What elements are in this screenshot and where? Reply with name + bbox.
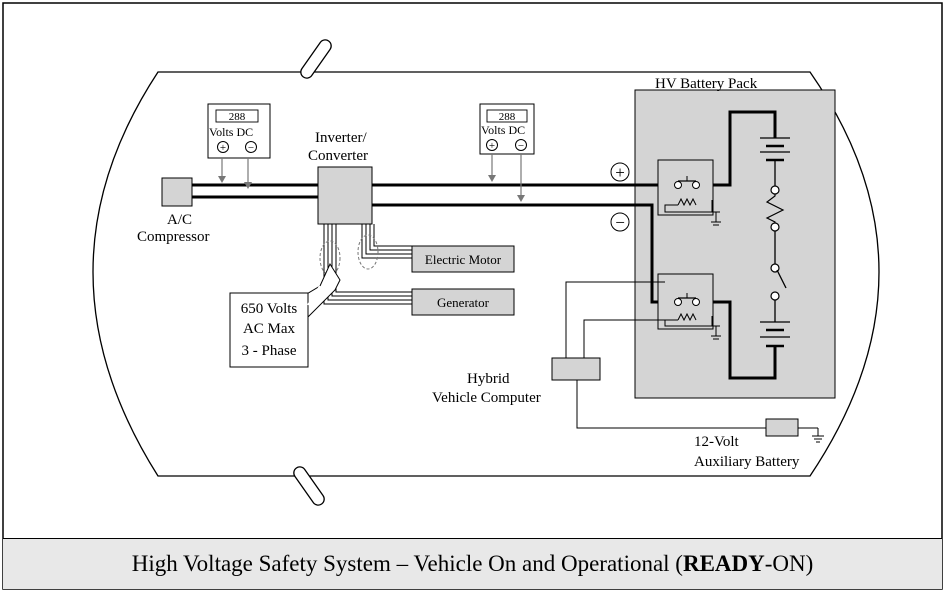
callout-line2: AC Max	[243, 321, 296, 337]
hvc-label-line2: Vehicle Computer	[432, 390, 541, 406]
callout-line3: 3 - Phase	[242, 343, 297, 359]
vehicle-outline	[92, 71, 880, 477]
voltmeter-right-reading: 288	[499, 111, 516, 123]
voltmeter-left: 288 Volts DC + −	[207, 103, 271, 159]
ac-label-line2: Compressor	[137, 229, 210, 245]
caption-prefix: High Voltage Safety System – Vehicle On …	[131, 551, 683, 576]
svg-text:−: −	[615, 213, 625, 232]
generator-box	[411, 288, 515, 316]
ac-compressor-box	[161, 177, 193, 207]
voltmeter-left-probes	[218, 158, 252, 189]
inverter-converter-box	[317, 166, 373, 225]
hybrid-computer-box	[551, 357, 601, 381]
voltmeter-right-unit: Volts DC	[481, 123, 525, 137]
svg-text:−: −	[248, 142, 254, 154]
negative-terminal-icon: −	[610, 212, 630, 232]
generator-label: Generator	[437, 295, 490, 310]
caption-suffix: -ON)	[764, 551, 814, 576]
svg-text:+: +	[220, 142, 226, 154]
aux-label-line1: 12-Volt	[694, 434, 740, 450]
control-wires	[565, 281, 824, 443]
relay-positive	[657, 159, 721, 226]
callout-line1: 650 Volts	[241, 301, 298, 317]
inverter-label-line1: Inverter/	[315, 130, 367, 146]
electric-motor-label: Electric Motor	[425, 252, 502, 267]
top-handle-icon	[300, 39, 332, 79]
aux-battery-box	[765, 418, 799, 437]
bottom-handle-icon	[293, 466, 325, 506]
positive-terminal-icon: +	[610, 162, 630, 182]
caption-bold: READY	[682, 551, 765, 576]
hvc-label-line1: Hybrid	[467, 371, 510, 387]
inverter-label-line2: Converter	[308, 148, 368, 164]
voltmeter-right: 288 Volts DC + −	[479, 103, 535, 155]
aux-label-line2: Auxiliary Battery	[694, 454, 800, 470]
hv-battery-pack-label: HV Battery Pack	[655, 76, 758, 92]
caption-bar: High Voltage Safety System – Vehicle On …	[3, 538, 942, 589]
hv-battery-pack	[634, 89, 836, 399]
voltmeter-right-probes	[488, 154, 525, 202]
voltmeter-left-unit: Volts DC	[209, 125, 253, 139]
voltage-callout: 650 Volts AC Max 3 - Phase	[229, 262, 341, 368]
electric-motor-box	[411, 245, 515, 273]
svg-text:−: −	[518, 140, 524, 152]
ac-label-line1: A/C	[167, 212, 192, 228]
battery-cells	[760, 137, 790, 348]
phase-ellipse-right	[357, 234, 379, 270]
three-phase-cables	[323, 224, 412, 305]
voltmeter-left-reading: 288	[229, 111, 246, 123]
svg-text:+: +	[489, 140, 495, 152]
svg-text:+: +	[615, 163, 625, 182]
relay-negative	[657, 273, 721, 340]
